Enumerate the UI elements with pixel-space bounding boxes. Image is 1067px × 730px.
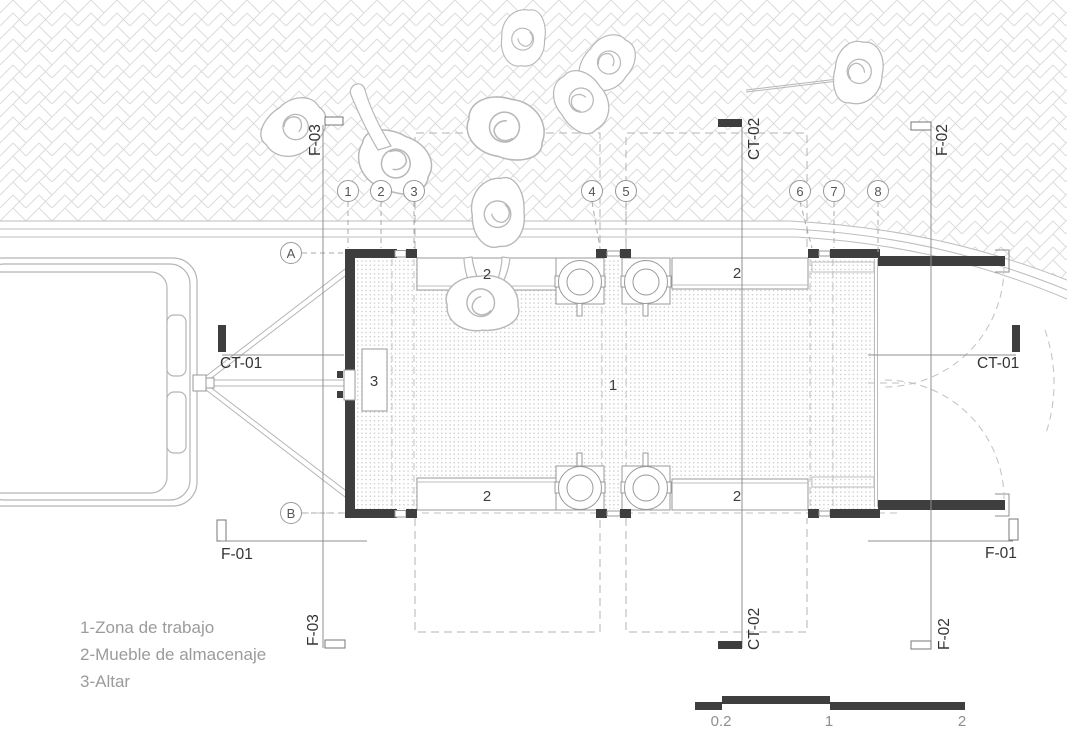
door-swing-arcs bbox=[868, 266, 1055, 500]
scale-bar: 0.2 1 2 bbox=[695, 696, 966, 730]
scale-label-1: 1 bbox=[825, 713, 833, 730]
vehicle bbox=[0, 257, 198, 507]
section-line-f01-left: F-01 bbox=[216, 519, 367, 563]
section-label-f01-left: F-01 bbox=[221, 546, 253, 563]
section-label-ct02-top: CT-02 bbox=[746, 118, 763, 160]
cooking-unit-top-left bbox=[554, 257, 606, 317]
legend: 1-Zona de trabajo 2-Mueble de almacenaje… bbox=[80, 618, 266, 691]
room-label-work-zone: 1 bbox=[609, 377, 617, 394]
section-label-f03-bottom: F-03 bbox=[305, 614, 322, 646]
grid-columns: 1 2 3 4 5 6 7 8 bbox=[337, 180, 889, 255]
svg-text:8: 8 bbox=[874, 184, 881, 199]
svg-text:3: 3 bbox=[410, 184, 417, 199]
person-figure bbox=[469, 176, 527, 249]
room-label-altar: 3 bbox=[370, 373, 378, 390]
tow-bar bbox=[192, 268, 346, 498]
svg-text:4: 4 bbox=[588, 184, 595, 199]
section-line-f02: F-02 F-02 bbox=[910, 121, 953, 650]
legend-item-altar: 3-Altar bbox=[80, 672, 130, 691]
grid-bubble-col-6: 6 bbox=[789, 180, 811, 202]
legend-item-work-zone: 1-Zona de trabajo bbox=[80, 618, 214, 637]
room-label-storage: 2 bbox=[733, 265, 741, 282]
scale-label-02: 0.2 bbox=[711, 713, 732, 730]
person-figure bbox=[444, 273, 521, 333]
counter-top-right bbox=[671, 257, 809, 290]
section-line-ct01-right: CT-01 bbox=[868, 325, 1020, 372]
person-arm bbox=[349, 83, 392, 151]
grid-bubble-col-5: 5 bbox=[615, 180, 637, 202]
pedestrian-figures bbox=[251, 6, 889, 333]
canopy-outline-bottom-right bbox=[625, 518, 808, 633]
svg-text:B: B bbox=[287, 506, 296, 521]
grid-bubble-col-8: 8 bbox=[867, 180, 889, 202]
interior-floor bbox=[355, 258, 877, 509]
section-label-f01-right: F-01 bbox=[985, 545, 1017, 562]
svg-text:5: 5 bbox=[622, 184, 629, 199]
section-label-f02-bottom: F-02 bbox=[936, 618, 953, 650]
svg-text:A: A bbox=[287, 246, 296, 261]
section-line-f01-right: F-01 bbox=[868, 518, 1019, 562]
counter-bottom-left bbox=[416, 477, 557, 511]
trailer-walls bbox=[345, 249, 1010, 518]
section-label-f03-top: F-03 bbox=[307, 124, 324, 156]
grid-bubble-col-4: 4 bbox=[581, 180, 603, 202]
svg-text:6: 6 bbox=[796, 184, 803, 199]
svg-text:2: 2 bbox=[377, 184, 384, 199]
section-line-ct02: CT-02 CT-02 bbox=[718, 118, 763, 650]
room-label-storage: 2 bbox=[483, 266, 491, 283]
counter-top-left bbox=[416, 257, 557, 291]
grid-bubble-col-7: 7 bbox=[823, 180, 845, 202]
grid-rows: A B bbox=[280, 242, 344, 524]
scale-label-2: 2 bbox=[958, 713, 966, 730]
grid-bubble-row-b: B bbox=[280, 502, 302, 524]
broom-pole bbox=[745, 78, 839, 93]
section-line-ct01-left: CT-01 bbox=[218, 325, 344, 372]
section-line-f03: F-03 F-03 bbox=[305, 116, 346, 649]
counter-bottom-right bbox=[671, 478, 809, 511]
cooking-unit-top-right bbox=[620, 257, 672, 317]
section-label-ct02-bottom: CT-02 bbox=[746, 608, 763, 650]
room-label-storage: 2 bbox=[483, 488, 491, 505]
altar bbox=[361, 348, 388, 412]
grid-bubble-col-1: 1 bbox=[337, 180, 359, 202]
altar-niche bbox=[337, 369, 356, 401]
cooking-unit-bottom-right bbox=[620, 452, 672, 511]
grid-bubble-col-2: 2 bbox=[370, 180, 392, 202]
room-label-storage: 2 bbox=[733, 488, 741, 505]
grid-bubble-row-a: A bbox=[280, 242, 302, 264]
section-label-ct01-left: CT-01 bbox=[220, 355, 262, 372]
grid-bubble-col-3: 3 bbox=[403, 180, 425, 202]
legend-item-storage: 2-Mueble de almacenaje bbox=[80, 645, 266, 664]
cooking-unit-bottom-left bbox=[554, 452, 606, 511]
section-label-f02-top: F-02 bbox=[934, 124, 951, 156]
svg-text:7: 7 bbox=[830, 184, 837, 199]
svg-text:1: 1 bbox=[344, 184, 351, 199]
section-label-ct01-right: CT-01 bbox=[977, 355, 1019, 372]
canopy-outline-bottom-left bbox=[414, 518, 601, 633]
